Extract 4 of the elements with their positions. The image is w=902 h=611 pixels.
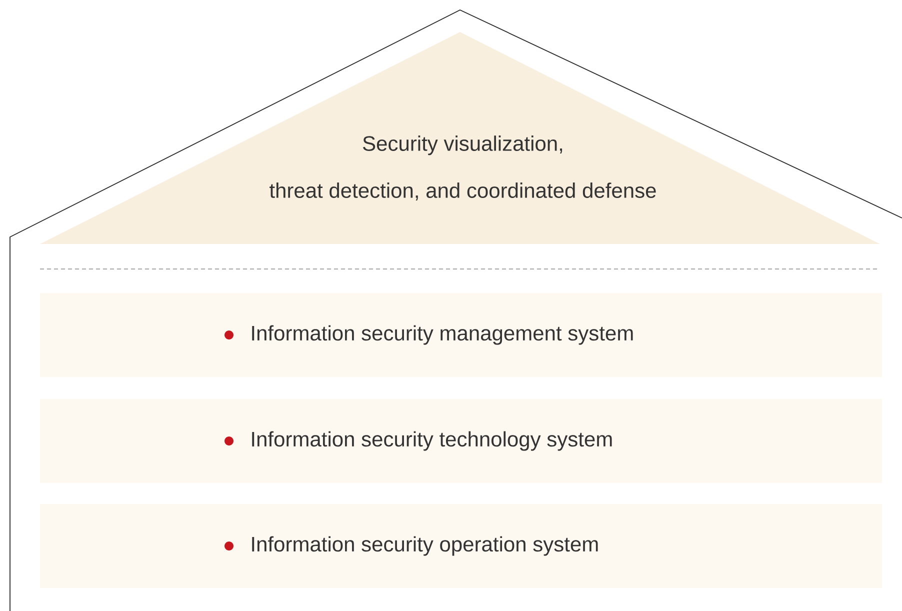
- band-box: Information security management system: [40, 293, 882, 377]
- band-box: Information security technology system: [40, 399, 882, 483]
- roof-triangle: Security visualization, threat detection, and coordinated defense: [40, 32, 880, 244]
- band-box: Information security operation system: [40, 504, 882, 588]
